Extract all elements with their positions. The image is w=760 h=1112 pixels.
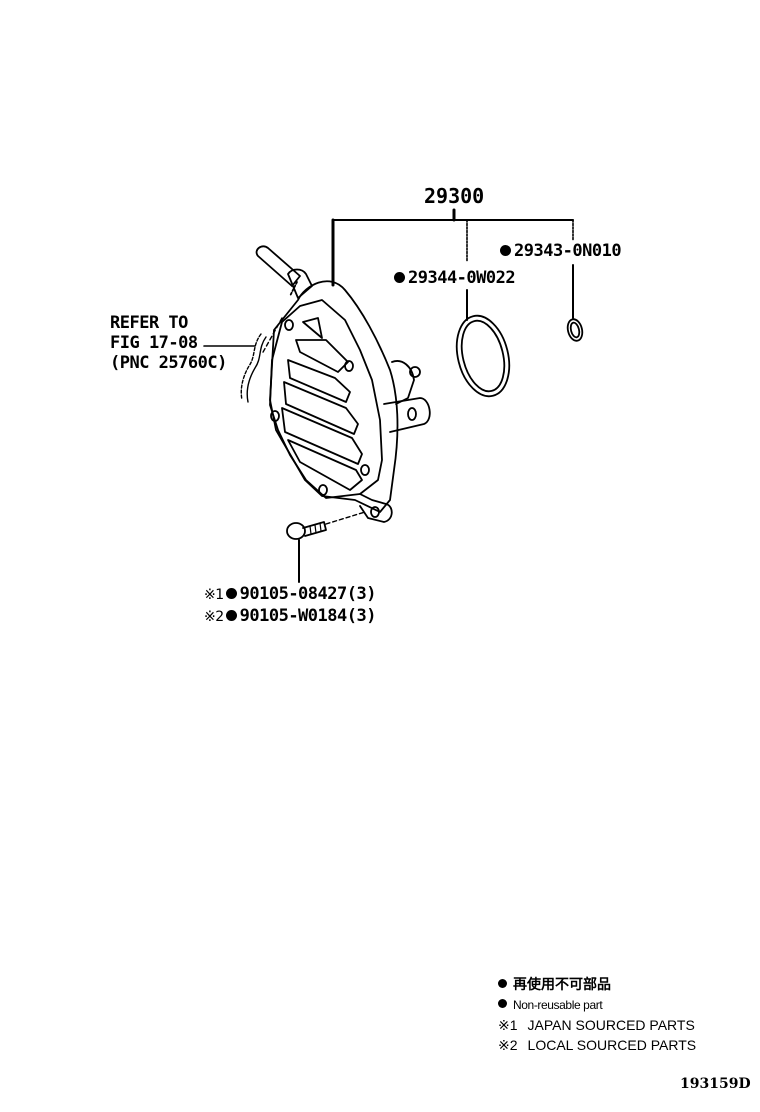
reference-note-line3: (PNC 25760C) [110, 353, 227, 373]
non-reusable-dot-icon [500, 245, 511, 256]
legend-item-non-reusable-jp: 再使用不可部品 [498, 974, 696, 994]
hose-reference [240, 333, 267, 403]
non-reusable-dot-icon [225, 588, 237, 599]
japan-sourced-mark: ※1 [204, 587, 224, 603]
bolt [261, 317, 366, 540]
part-label-gasket-small[interactable]: 29343-0N010 [500, 241, 622, 261]
local-sourced-mark: ※2 [204, 609, 224, 625]
part-label-gasket-large[interactable]: 29344-0W022 [394, 268, 516, 288]
part-number: 90105-08427(3) [239, 584, 377, 604]
legend-item-non-reusable-en: Non-reusable part [498, 994, 696, 1015]
reference-note-line1: REFER TO [110, 313, 188, 333]
leader-lines [203, 208, 574, 583]
o-ring-small [566, 318, 584, 342]
reference-note[interactable]: REFER TO FIG 17-08 (PNC 25760C) [110, 313, 227, 373]
vacuum-pump-body [255, 245, 431, 523]
o-ring-large [455, 314, 511, 398]
non-reusable-dot-icon [394, 272, 405, 283]
part-number: 29343-0N010 [514, 241, 622, 261]
non-reusable-dot-icon [498, 979, 507, 988]
bolt-label-japan[interactable]: ※1 90105-08427(3) [204, 584, 376, 605]
assembly-part-number[interactable]: 29300 [424, 184, 485, 208]
illustration-code: 193159D [680, 1076, 751, 1092]
part-number: 90105-W0184(3) [239, 606, 377, 626]
non-reusable-dot-icon [498, 999, 507, 1008]
reference-note-line2: FIG 17-08 [110, 333, 198, 353]
non-reusable-dot-icon [225, 610, 237, 621]
part-number: 29344-0W022 [408, 268, 516, 288]
bolt-label-local[interactable]: ※2 90105-W0184(3) [204, 606, 376, 627]
